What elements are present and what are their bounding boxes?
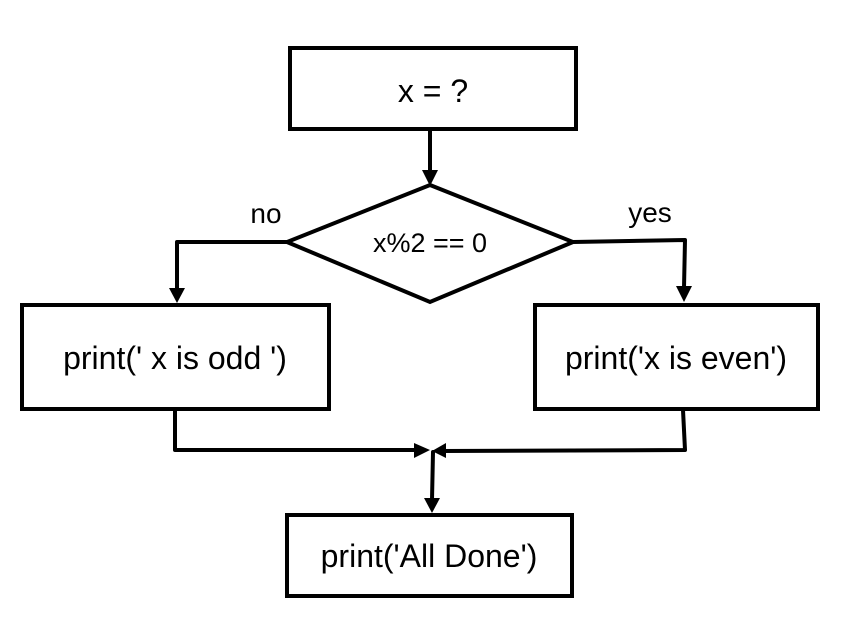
arrowhead-even	[676, 286, 692, 302]
edge-decision-to-even	[571, 238, 687, 290]
node-decision: x%2 == 0	[281, 182, 579, 305]
edge-even-to-merge	[440, 408, 687, 453]
input-box	[288, 46, 578, 131]
edge-label-yes: yes	[628, 197, 672, 228]
input-label: x = ?	[398, 73, 468, 109]
done-box	[285, 513, 574, 598]
node-done: print('All Done')	[285, 513, 574, 598]
edge-label-no: no	[250, 198, 281, 229]
node-input: x = ?	[288, 46, 578, 131]
arrowhead-decision	[422, 170, 438, 186]
edge-merge-to-done	[430, 450, 435, 502]
edge-decision-to-odd	[175, 240, 289, 292]
arrowhead-done	[424, 498, 440, 513]
odd-label: print(' x is odd ')	[63, 340, 287, 376]
node-even: print('x is even')	[533, 303, 820, 411]
arrowhead-merge-left	[414, 443, 430, 458]
node-odd: print(' x is odd ')	[20, 303, 331, 411]
odd-box	[20, 303, 331, 411]
arrowhead-odd	[169, 288, 185, 303]
connectors	[169, 127, 692, 513]
decision-label: x%2 == 0	[373, 228, 487, 258]
done-label: print('All Done')	[321, 538, 538, 574]
even-label: print('x is even')	[565, 340, 787, 376]
decision-diamond	[281, 182, 579, 305]
even-box	[533, 303, 820, 411]
arrowhead-merge-right	[432, 443, 446, 458]
edge-odd-to-merge	[173, 407, 420, 452]
